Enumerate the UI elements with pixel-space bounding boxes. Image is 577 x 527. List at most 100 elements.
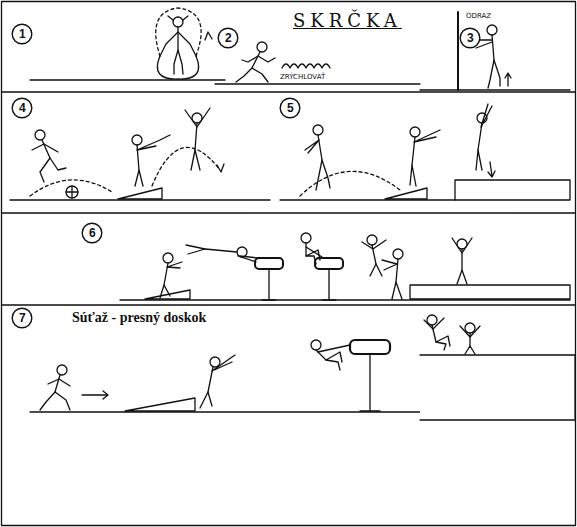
ball-jumper	[42, 140, 50, 158]
vault-sequence	[452, 238, 472, 253]
vault-sequence	[305, 243, 306, 256]
competition-vault	[424, 318, 444, 329]
competition-vault	[212, 355, 235, 371]
callout-circle: 7	[11, 307, 33, 329]
wall-jumper	[492, 35, 494, 60]
runner	[282, 64, 330, 68]
rope-jumper	[174, 50, 183, 74]
callout-number: 7	[19, 312, 26, 324]
wall-jumper	[488, 60, 500, 88]
vault-sequence	[205, 249, 237, 252]
rope-jumper	[156, 8, 201, 56]
box-jumper	[414, 130, 440, 142]
takeoff-figure	[217, 164, 224, 172]
runner	[257, 42, 267, 52]
competition-vault	[40, 315, 575, 420]
vaulting-buck	[255, 258, 390, 411]
box-jumper	[313, 125, 323, 135]
competition-vault	[465, 346, 475, 354]
vault-sequence	[392, 282, 402, 299]
vault-sequence	[382, 260, 397, 270]
callout-circle-outline	[12, 24, 32, 44]
box-jumper	[476, 150, 482, 170]
callout-circle-outline	[280, 98, 300, 118]
competition-vault	[469, 333, 470, 346]
frame	[2, 212, 575, 213]
box-jumper	[410, 165, 416, 186]
springboard	[118, 188, 162, 199]
competition-vault	[48, 379, 70, 386]
vault-sequence	[186, 245, 205, 254]
ball-jumper	[30, 130, 112, 198]
competition-vault	[55, 375, 60, 392]
vault-sequence	[167, 262, 182, 268]
takeoff-figure	[132, 135, 142, 145]
vault-sequence	[160, 285, 170, 298]
vaulting-buck	[360, 354, 380, 411]
box-jumper	[488, 162, 495, 177]
competition-vault	[436, 336, 450, 350]
callout-circle-outline	[218, 28, 238, 48]
vault-sequence	[306, 247, 322, 257]
competition-vault	[420, 355, 575, 420]
takeoff-figure	[191, 150, 200, 170]
competition-vault	[326, 352, 342, 370]
ball-jumper	[32, 144, 58, 152]
wall-jumper	[458, 12, 511, 90]
wall-jumper	[457, 12, 459, 90]
rope-jumper	[156, 8, 212, 79]
ground-line	[420, 89, 570, 90]
callout-circle: 5	[279, 97, 301, 119]
takeoff-figure	[135, 170, 143, 186]
runner	[242, 56, 275, 62]
vault-sequence	[301, 233, 311, 243]
runner	[236, 68, 268, 82]
rope-jumper	[205, 32, 212, 40]
box-jumper	[305, 140, 319, 153]
callout-circle-outline	[12, 98, 32, 118]
vault-sequence	[396, 259, 398, 282]
callout-circle: 2	[217, 27, 239, 49]
vault-sequence	[163, 253, 173, 263]
ball-jumper	[35, 130, 45, 140]
competition-vault	[210, 357, 220, 367]
competition-vault	[460, 326, 480, 337]
callout-circle: 1	[11, 23, 33, 45]
vaulting-buck	[262, 269, 276, 300]
ground-line	[30, 79, 225, 80]
vault-sequence	[367, 235, 377, 245]
callout-number: 1	[19, 28, 26, 40]
vault-sequence	[410, 285, 570, 299]
vault-sequence	[393, 249, 403, 259]
runner	[236, 42, 330, 82]
vault-sequence	[160, 233, 570, 299]
box-jumper	[300, 171, 400, 196]
vaulting-buck	[315, 258, 343, 269]
ground-line	[215, 83, 420, 84]
takeoff-figure	[137, 135, 170, 150]
callout-circle-outline	[82, 223, 102, 243]
vault-sequence	[457, 270, 467, 284]
rope-jumper	[177, 27, 178, 50]
box-jumper	[410, 127, 420, 137]
callout-circle-outline	[460, 28, 480, 48]
callout-number: 3	[467, 32, 474, 44]
competition-vault	[318, 345, 350, 352]
springboard	[125, 398, 195, 411]
takeoff-figure	[132, 108, 224, 186]
box-jumper	[300, 104, 570, 200]
frame	[2, 91, 575, 92]
box-jumper	[316, 160, 330, 190]
ball-jumper	[66, 186, 78, 198]
takeoff-figure	[185, 108, 210, 127]
frame	[2, 304, 575, 305]
competition-vault	[200, 392, 212, 408]
vaulting-buck	[255, 258, 283, 269]
rope-jumper	[160, 32, 196, 56]
takeoff-figure	[152, 147, 220, 186]
ground-line	[280, 199, 455, 200]
competition-vault	[57, 365, 67, 375]
